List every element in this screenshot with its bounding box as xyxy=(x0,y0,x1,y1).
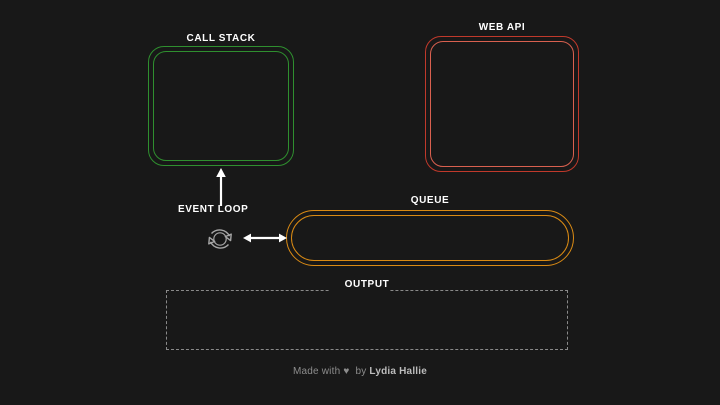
output-panel xyxy=(166,290,568,350)
queue-label: QUEUE xyxy=(410,195,450,206)
output-label: OUTPUT xyxy=(344,279,390,290)
web-api-inner-border xyxy=(430,41,574,167)
call-stack-label: CALL STACK xyxy=(186,33,256,44)
web-api-panel xyxy=(425,36,579,172)
footer-connector: by xyxy=(355,366,367,377)
queue-inner-border xyxy=(291,215,569,261)
arrow-up-icon xyxy=(206,166,236,206)
web-api-label: WEB API xyxy=(478,22,526,33)
queue-panel xyxy=(286,210,574,266)
refresh-cycle-icon xyxy=(200,219,240,259)
arrow-left-right-icon xyxy=(242,228,288,248)
footer-credit: Made with ♥ by Lydia Hallie xyxy=(0,366,720,377)
call-stack-inner-border xyxy=(153,51,289,161)
footer-prefix: Made with xyxy=(292,366,341,377)
call-stack-panel xyxy=(148,46,294,166)
footer-author-link[interactable]: Lydia Hallie xyxy=(369,366,428,377)
event-loop-label: EVENT LOOP xyxy=(178,204,249,215)
output-label-backdrop xyxy=(330,283,390,297)
heart-icon: ♥ xyxy=(343,366,350,377)
